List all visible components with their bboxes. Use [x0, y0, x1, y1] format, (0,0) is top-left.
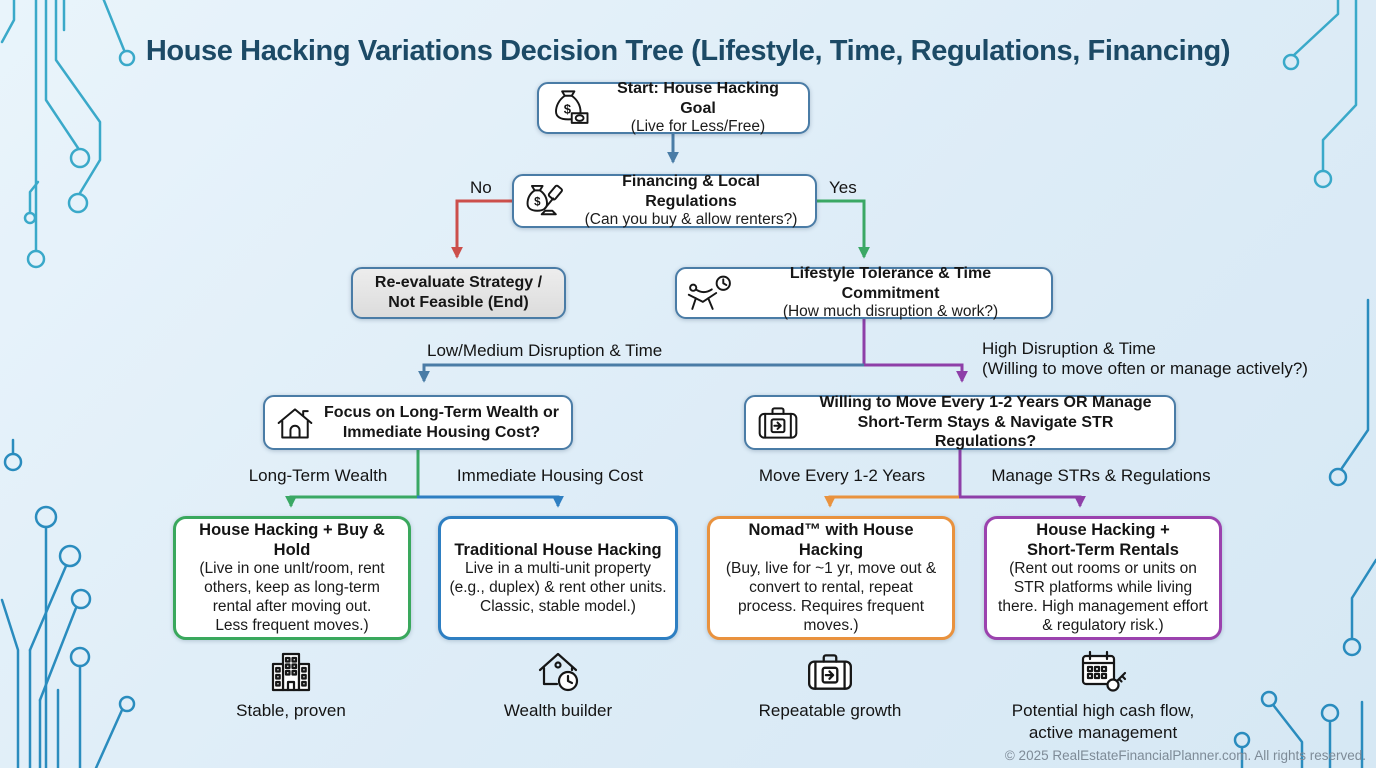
- leaf-str: House Hacking + Short-Term Rentals (Rent…: [984, 516, 1222, 640]
- node-start-subtitle: (Live for Less/Free): [630, 118, 766, 136]
- leaf-nomad-body: (Buy, live for ~1 yr, move out & convert…: [725, 560, 937, 635]
- money-gavel-icon: $: [524, 181, 570, 221]
- node-willing-move-str: Willing to Move Every 1-2 Years OR Manag…: [744, 394, 1176, 451]
- edge-label-high-line1: High Disruption & Time: [982, 339, 1156, 358]
- node-focus-wealth-cost: Focus on Long-Term Wealth or Immediate H…: [263, 395, 573, 450]
- edge-label-move-every: Move Every 1-2 Years: [758, 466, 926, 485]
- node-focus-line2: Immediate Housing Cost?: [342, 423, 541, 441]
- leaf-buy-hold-title: House Hacking + Buy & Hold: [199, 521, 385, 560]
- leaf-str-title1: House Hacking +: [1036, 521, 1170, 540]
- suitcase-arrow-icon: [756, 404, 800, 442]
- node-reevaluate-line1: Re-evaluate Strategy /: [374, 274, 543, 291]
- node-start: $ Start: House Hacking Goal (Live for Le…: [537, 80, 810, 136]
- page-title: House Hacking Variations Decision Tree (…: [145, 35, 1231, 68]
- node-financing-subtitle: (Can you buy & allow renters?): [584, 211, 798, 229]
- outcome-wealth: Wealth builder: [418, 650, 698, 722]
- node-lifestyle: Lifestyle Tolerance & Time Commitment (H…: [675, 265, 1053, 321]
- house-clock-icon: [418, 650, 698, 694]
- leaf-str-body: (Rent out rooms or units on STR platform…: [998, 560, 1208, 635]
- edge-label-yes: Yes: [829, 178, 857, 197]
- outcome-cashflow-label: Potential high cash flow,: [1011, 701, 1195, 720]
- node-financing-title: Financing & Local Regulations: [622, 173, 760, 210]
- leaf-traditional-body: Live in a multi-unit property (e.g., dup…: [449, 559, 667, 615]
- edge-label-immediate-housing: Immediate Housing Cost: [456, 466, 644, 485]
- node-focus-line1: Focus on Long-Term Wealth or: [324, 403, 559, 421]
- edge-label-manage-strs: Manage STRs & Regulations: [991, 466, 1211, 485]
- building-icon: [151, 650, 431, 694]
- node-willing-line2: Short-Term Stays & Navigate STR Regulati…: [857, 413, 1114, 451]
- node-financing-regulations: $ Financing & Local Regulations (Can you…: [512, 173, 817, 229]
- outcome-stable: Stable, proven: [151, 650, 431, 722]
- node-willing-line1: Willing to Move Every 1-2 Years OR Manag…: [819, 394, 1152, 412]
- leaf-nomad-title: Nomad™ with House Hacking: [748, 521, 914, 560]
- edge-label-no: No: [470, 178, 492, 197]
- suitcase-arrow-icon: [690, 650, 970, 694]
- node-reevaluate: Re-evaluate Strategy / Not Feasible (End…: [351, 267, 566, 319]
- node-reevaluate-line2: Not Feasible (End): [388, 294, 529, 311]
- outcome-cashflow: Potential high cash flow, active managem…: [963, 648, 1243, 744]
- outcome-repeatable-label: Repeatable growth: [758, 701, 902, 720]
- calendar-key-icon: [963, 648, 1243, 694]
- house-icon: [275, 404, 315, 442]
- edge-label-high-line2: (Willing to move often or manage activel…: [982, 359, 1308, 379]
- edge-label-long-term-wealth: Long-Term Wealth: [248, 466, 388, 485]
- leaf-traditional-title: Traditional House Hacking: [454, 540, 662, 559]
- edge-label-low-medium: Low/Medium Disruption & Time: [427, 341, 663, 360]
- outcome-cashflow-label2: active management: [1028, 722, 1178, 742]
- node-lifestyle-subtitle: (How much disruption & work?): [782, 303, 999, 321]
- leaf-str-title2: Short-Term Rentals: [1027, 541, 1179, 560]
- copyright-text: © 2025 RealEstateFinancialPlanner.com. A…: [1004, 748, 1366, 763]
- node-lifestyle-title: Lifestyle Tolerance & Time Commitment: [789, 265, 992, 302]
- leaf-nomad: Nomad™ with House Hacking (Buy, live for…: [707, 516, 955, 640]
- node-start-title: Start: House Hacking Goal: [617, 80, 779, 117]
- edge-label-high: High Disruption & Time (Willing to move …: [982, 339, 1308, 379]
- outcome-repeatable: Repeatable growth: [690, 650, 970, 722]
- outcome-wealth-label: Wealth builder: [503, 701, 613, 720]
- relax-clock-icon: [687, 274, 733, 312]
- money-bag-icon: $: [549, 88, 591, 128]
- leaf-buy-hold-body2: Less frequent moves.): [215, 617, 369, 635]
- leaf-buy-hold: House Hacking + Buy & Hold (Live in one …: [173, 516, 411, 640]
- svg-text:$: $: [564, 101, 572, 116]
- outcome-stable-label: Stable, proven: [236, 701, 346, 720]
- leaf-buy-hold-body: (Live in one unIt/room, rent others, kee…: [199, 560, 385, 616]
- svg-text:$: $: [534, 196, 541, 208]
- leaf-traditional: Traditional House Hacking Live in a mult…: [438, 516, 678, 640]
